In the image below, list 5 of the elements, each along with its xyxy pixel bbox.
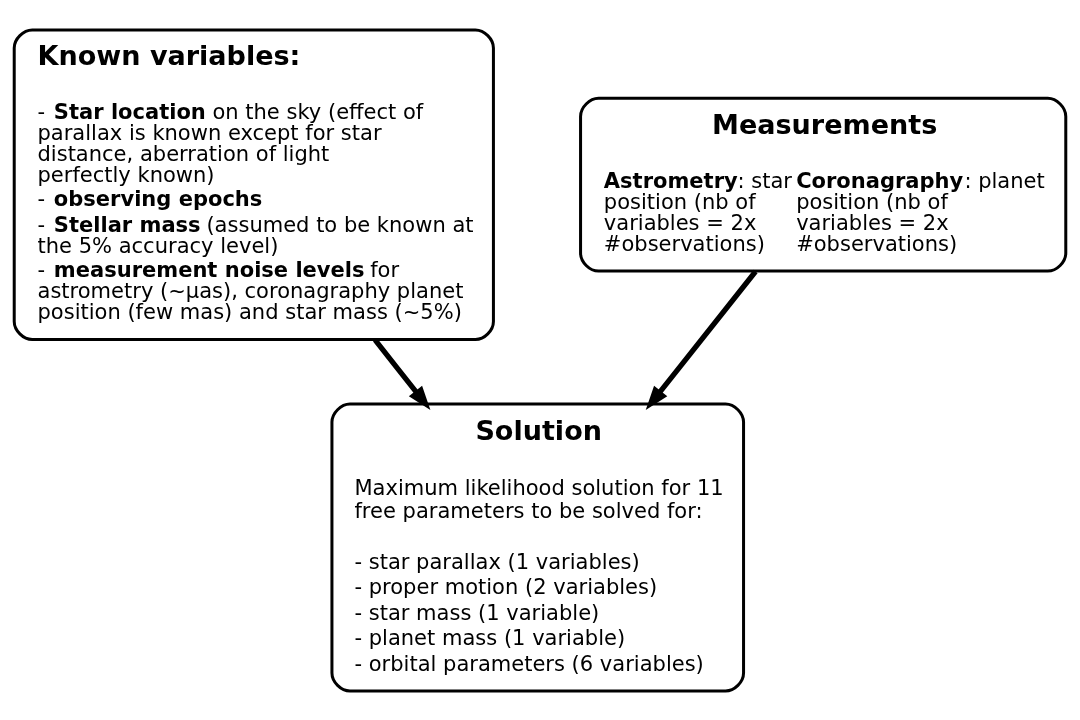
node-box: Solution Maximum likelihood solution for 11 free parameters to be solved for: - star parallax (1 variables) - proper motion (2 variables) - star mass (1 variable) - planet mass (1 variable) - orbital parameters (6 variables) [330, 402, 746, 692]
node-box: Known variables: - Star location on the sky (effect of parallax is known except for star distance, aberration of light perfectly known) - observing epochs - Stellar mass (assumed to be known at the 5% accuracy level) - measurement noise levels for astrometry (~µas), coronagraphy planet position (few mas) and star mass (~5%) [12, 28, 495, 341]
arrow [645, 269, 758, 410]
arrow [373, 337, 431, 410]
node-box: Measurements Astrometry: star position (nb of variables = 2x #observations) Coronagraphy: planet position (nb of variables = 2x #observations) [579, 96, 1068, 273]
